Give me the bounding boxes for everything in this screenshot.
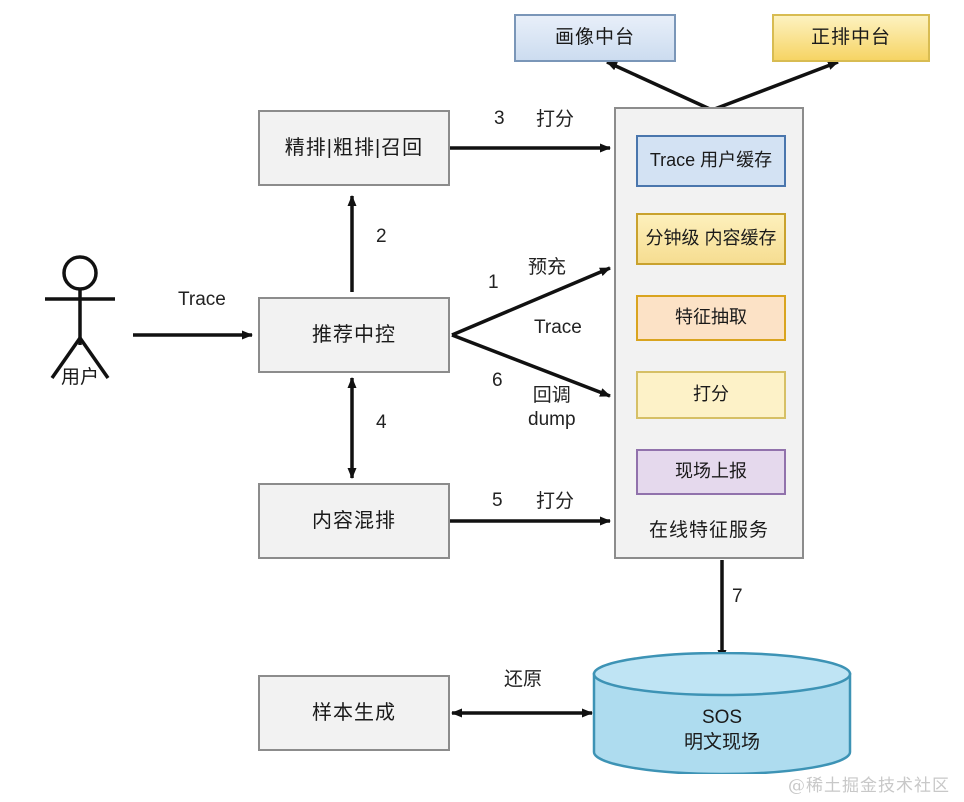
watermark: @稀土掘金技术社区 [788,776,950,796]
service-item-label: 特征抽取 [675,307,747,328]
process-label: 内容混排 [312,509,396,532]
edge-label-prefill: 预充 [528,257,567,278]
service-item-label: 分钟级 内容缓存 [645,228,777,249]
datastore-line2: 明文现场 [683,731,760,753]
edge-label-restore: 还原 [504,669,543,690]
edge-number-4: 4 [376,412,387,433]
edge-number-2: 2 [376,226,387,247]
process-box-sample-generation[interactable]: 样本生成 [258,675,450,751]
edge-label-control-trace: Trace [534,317,582,338]
service-item-label: Trace 用户缓存 [649,150,773,171]
service-item-scoring[interactable]: 打分 [636,371,786,419]
edge-label-ranking-scoring: 打分 [536,109,575,130]
datastore-label: SOS 明文现场 [592,706,852,755]
service-item-label: 现场上报 [675,461,747,482]
process-box-ranking[interactable]: 精排|粗排|召回 [258,110,450,186]
edge-label-mixing-scoring: 打分 [536,491,575,512]
edge-number-5: 5 [492,490,503,511]
process-label: 精排|粗排|召回 [284,136,424,159]
edge-number-6: 6 [492,370,503,391]
user-stick-figure-icon [45,255,115,380]
platform-box-forward-index[interactable]: 正排中台 [772,14,930,62]
platform-label: 画像中台 [554,27,635,49]
edge-label-callback-dump: 回调 dump [528,385,576,430]
process-box-content-mixing[interactable]: 内容混排 [258,483,450,559]
datastore-line1: SOS [701,707,743,728]
edge-label-user-trace: Trace [178,289,226,310]
edge-number-3: 3 [494,108,505,129]
platform-box-profile[interactable]: 画像中台 [514,14,676,62]
service-item-onsite-report[interactable]: 现场上报 [636,449,786,495]
service-item-trace-user-cache[interactable]: Trace 用户缓存 [636,135,786,187]
cylinder-shape [592,651,852,776]
service-item-label: 打分 [693,384,729,405]
service-panel-caption: 在线特征服务 [648,520,769,541]
process-label: 样本生成 [312,701,396,724]
edge-number-7: 7 [732,586,743,607]
online-feature-service-panel: Trace 用户缓存 分钟级 内容缓存 特征抽取 打分 现场上报 在线特征服务 [614,107,804,559]
service-item-minute-content-cache[interactable]: 分钟级 内容缓存 [636,213,786,265]
platform-label: 正排中台 [810,27,891,49]
datastore-sos[interactable]: SOS 明文现场 [592,651,852,776]
process-box-recommend-control[interactable]: 推荐中控 [258,297,450,373]
edge-number-1: 1 [488,272,499,293]
actor-label: 用户 [60,367,99,388]
service-item-feature-extraction[interactable]: 特征抽取 [636,295,786,341]
process-label: 推荐中控 [312,323,396,346]
